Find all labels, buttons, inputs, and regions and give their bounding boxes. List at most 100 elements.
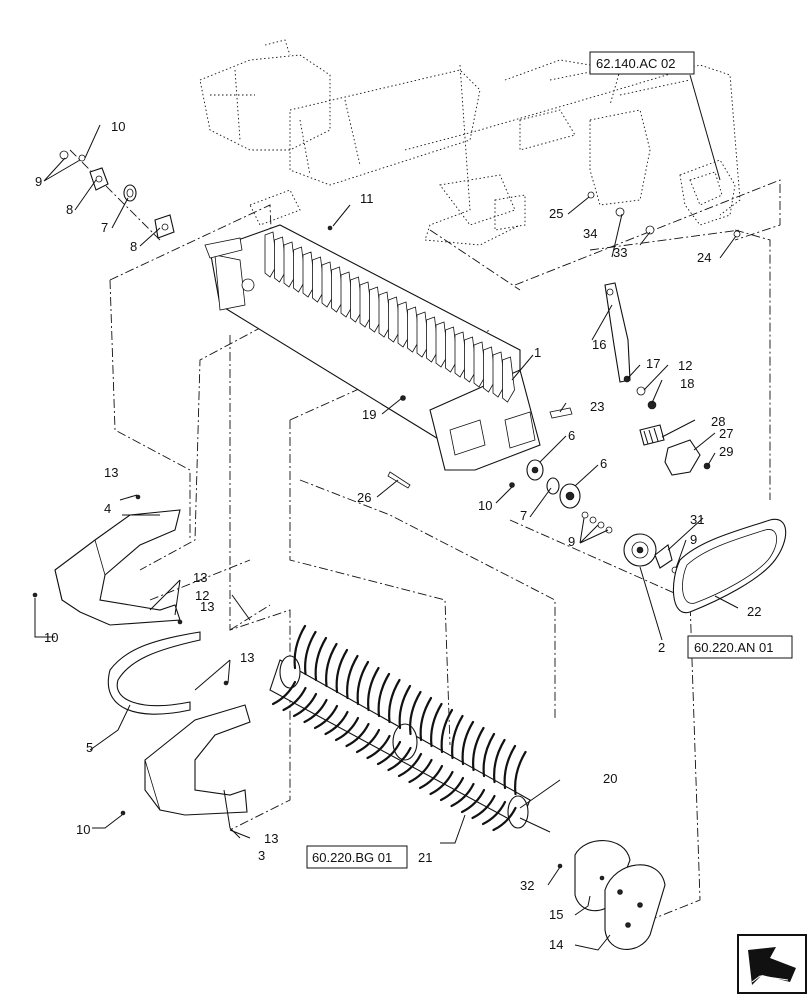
callout-8b: 8 (130, 239, 137, 254)
rotor-tine (460, 788, 486, 814)
rotor-tine (439, 776, 465, 802)
rotor-tine (430, 702, 443, 748)
rotor-tine (335, 648, 349, 694)
stripper-finger (340, 271, 354, 318)
callout-17: 17 (646, 356, 660, 371)
stripper-finger (359, 281, 373, 328)
rotor-tine (387, 746, 412, 772)
stripper-finger (445, 326, 458, 373)
callout-6b: 6 (600, 456, 607, 471)
rotor-tine (324, 710, 349, 736)
stripper-finger (483, 346, 496, 393)
rotor-tine (293, 624, 307, 670)
bearing-assembly-top-left (59, 150, 175, 239)
rotor-tine (367, 666, 380, 712)
rotor-tine (377, 672, 391, 718)
callout-1: 1 (534, 345, 541, 360)
callout-34: 34 (583, 226, 597, 241)
callout-2: 2 (658, 640, 665, 655)
stripper-finger (435, 321, 449, 368)
stripper-finger (502, 356, 515, 403)
rotor-tine (314, 636, 328, 682)
arrow-navigation-icon[interactable] (737, 934, 807, 994)
rotor-tine (366, 734, 391, 760)
callout-13d: 13 (264, 831, 278, 846)
callout-13b: 13 (193, 570, 207, 585)
callout-24: 24 (697, 250, 711, 265)
rotor-tine (304, 630, 317, 676)
callout-6a: 6 (568, 428, 575, 443)
rotor-tine (461, 720, 475, 766)
stripper-finger (407, 306, 420, 353)
callout-12a: 12 (678, 358, 692, 373)
rotor-tine (429, 770, 454, 796)
callout-10d: 10 (76, 822, 90, 837)
callout-22: 22 (747, 604, 761, 619)
rotor-tine (450, 782, 475, 808)
callout-3: 3 (258, 848, 265, 863)
stripper-finger (397, 301, 411, 348)
stripper-finger (492, 351, 506, 398)
callout-32: 32 (520, 878, 534, 893)
rotor-tine (355, 728, 381, 754)
callout-16: 16 (592, 337, 606, 352)
rotor-tine (376, 740, 402, 766)
rotor-tine (282, 686, 307, 712)
rotor-tine (303, 698, 328, 724)
rotor-tine (451, 714, 464, 760)
rotor-tine (471, 794, 496, 820)
rotor-tine (419, 696, 433, 742)
callout-4: 4 (104, 501, 111, 516)
reference-box-mid-right[interactable]: 60.220.AN 01 (687, 635, 793, 659)
stripper-finger (473, 341, 487, 388)
callout-28: 28 (711, 414, 725, 429)
callout-29: 29 (719, 444, 733, 459)
callout-14: 14 (549, 937, 563, 952)
rotor-tine (492, 806, 517, 832)
rotor-tine (292, 692, 318, 718)
stripper-finger (378, 291, 392, 338)
svg-text:60.220.AN 01: 60.220.AN 01 (694, 640, 774, 655)
stripper-fingers (264, 231, 515, 403)
stripper-finger (464, 336, 477, 383)
rotor-tines (271, 624, 527, 832)
stripper-finger (264, 231, 278, 278)
callout-13c: 13 (240, 650, 254, 665)
side-plates (557, 840, 666, 950)
callout-23: 23 (590, 399, 604, 414)
rotor-tine (334, 716, 360, 742)
callout-9c: 9 (690, 532, 697, 547)
stripper-finger (350, 276, 363, 323)
stripper-finger (293, 246, 306, 293)
rotor-tine (397, 752, 423, 778)
reference-box-bottom-left[interactable]: 60.220.BG 01 (306, 845, 408, 869)
callout-33: 33 (613, 245, 627, 260)
callout-8a: 8 (66, 202, 73, 217)
callout-20: 20 (603, 771, 617, 786)
stripper-finger (321, 261, 335, 308)
shields (32, 494, 251, 816)
reference-box-top-right[interactable]: 62.140.AC 02 (589, 51, 695, 75)
callout-27: 27 (719, 426, 733, 441)
leader-lines (34, 74, 739, 951)
rotor-tine (325, 642, 338, 688)
rotor-tine (345, 722, 370, 748)
callout-5: 5 (86, 740, 93, 755)
stripper-finger (331, 266, 344, 313)
rotor-tine (514, 750, 527, 796)
callout-10b: 10 (478, 498, 492, 513)
stripper-finger (388, 296, 401, 343)
rotor-tine (398, 684, 412, 730)
svg-text:62.140.AC 02: 62.140.AC 02 (596, 56, 676, 71)
stripper-finger (369, 286, 382, 333)
rotor-tine (440, 708, 454, 754)
callout-7b: 7 (520, 508, 527, 523)
rotor-tine (482, 732, 496, 778)
callout-13a: 13 (104, 465, 118, 480)
callout-26: 26 (357, 490, 371, 505)
drive-parts (327, 191, 787, 614)
stripper-finger (454, 331, 468, 378)
rotor-tine (503, 744, 517, 790)
rotor-tine (493, 738, 506, 784)
